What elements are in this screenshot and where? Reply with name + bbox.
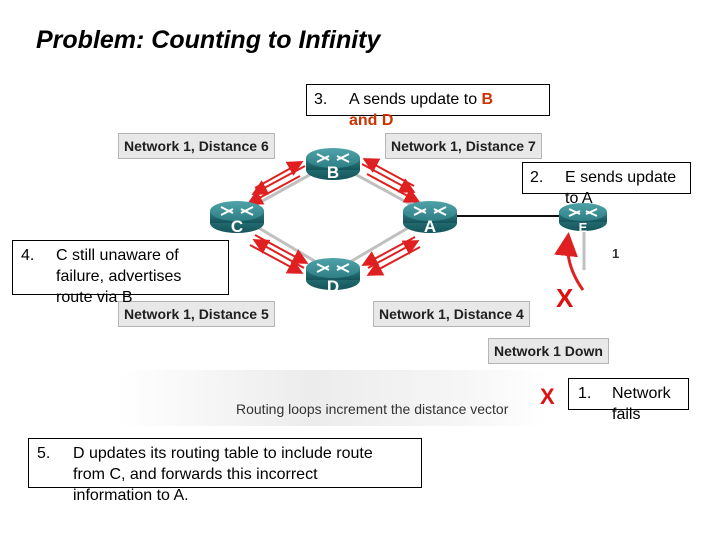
step-text: fails: [612, 406, 641, 423]
arrow-icon: [554, 232, 585, 291]
step-text: to A: [565, 190, 593, 207]
callout-step-1: 1. Network fails: [568, 378, 689, 423]
network-down-label: Network 1 Down: [488, 338, 609, 364]
page-title: Problem: Counting to Infinity: [36, 26, 381, 54]
update-arrows: [246, 158, 421, 276]
table-label-d: Network 1, Distance 4: [373, 301, 530, 327]
arrow-icon: [246, 161, 306, 205]
failure-x-icon: X: [556, 283, 574, 313]
arrow-icon: [249, 234, 309, 274]
router-label-a: A: [424, 217, 436, 236]
router-icon: [559, 203, 607, 231]
callout-step-4: 4. C still unaware of failure, advertise…: [12, 240, 229, 306]
arrow-icon: [361, 158, 421, 203]
router-icon: [306, 258, 360, 290]
step-text: from C, and forwards this incorrect: [73, 466, 318, 483]
router-label-c: C: [231, 217, 243, 236]
table-label-a: Network 1, Distance 7: [385, 133, 542, 159]
callout-step-3: 3. A sends update to B and D: [306, 84, 550, 129]
step-text: D updates its routing table to include r…: [73, 445, 373, 462]
router-label-e: E: [579, 220, 588, 235]
step-text: A sends update to: [349, 91, 482, 108]
router-icon: [403, 201, 457, 233]
step-highlight: and D: [349, 112, 394, 129]
step-highlight: B: [481, 91, 494, 108]
step-number: 1.: [578, 385, 592, 402]
link-label: 1: [612, 246, 620, 261]
step-text: E sends update: [565, 169, 677, 186]
step-text: failure, advertises: [56, 268, 182, 285]
arrow-icon: [361, 236, 421, 276]
router-label-d: D: [327, 277, 339, 296]
step-number: 4.: [21, 247, 35, 264]
router-icon: [306, 148, 360, 180]
step-text: information to A.: [73, 487, 189, 504]
step-number: 2.: [530, 169, 544, 186]
step-number: 5.: [37, 445, 51, 462]
callout-step-2: 2. E sends update to A: [522, 162, 691, 207]
diagram-caption: Routing loops increment the distance vec…: [236, 401, 509, 417]
step-text: C still unaware of: [56, 247, 179, 264]
table-label-b: Network 1, Distance 6: [118, 133, 275, 159]
router-icon: [210, 201, 264, 233]
table-label-c: Network 1, Distance 5: [118, 301, 275, 327]
failure-x-icon: X: [540, 384, 555, 409]
router-label-b: B: [327, 163, 339, 182]
step-number: 3.: [314, 91, 328, 108]
step-text: Network: [612, 385, 671, 402]
caption-background: [118, 370, 548, 426]
step-text: route via B: [56, 289, 133, 306]
callout-step-5: 5. D updates its routing table to includ…: [28, 438, 422, 504]
